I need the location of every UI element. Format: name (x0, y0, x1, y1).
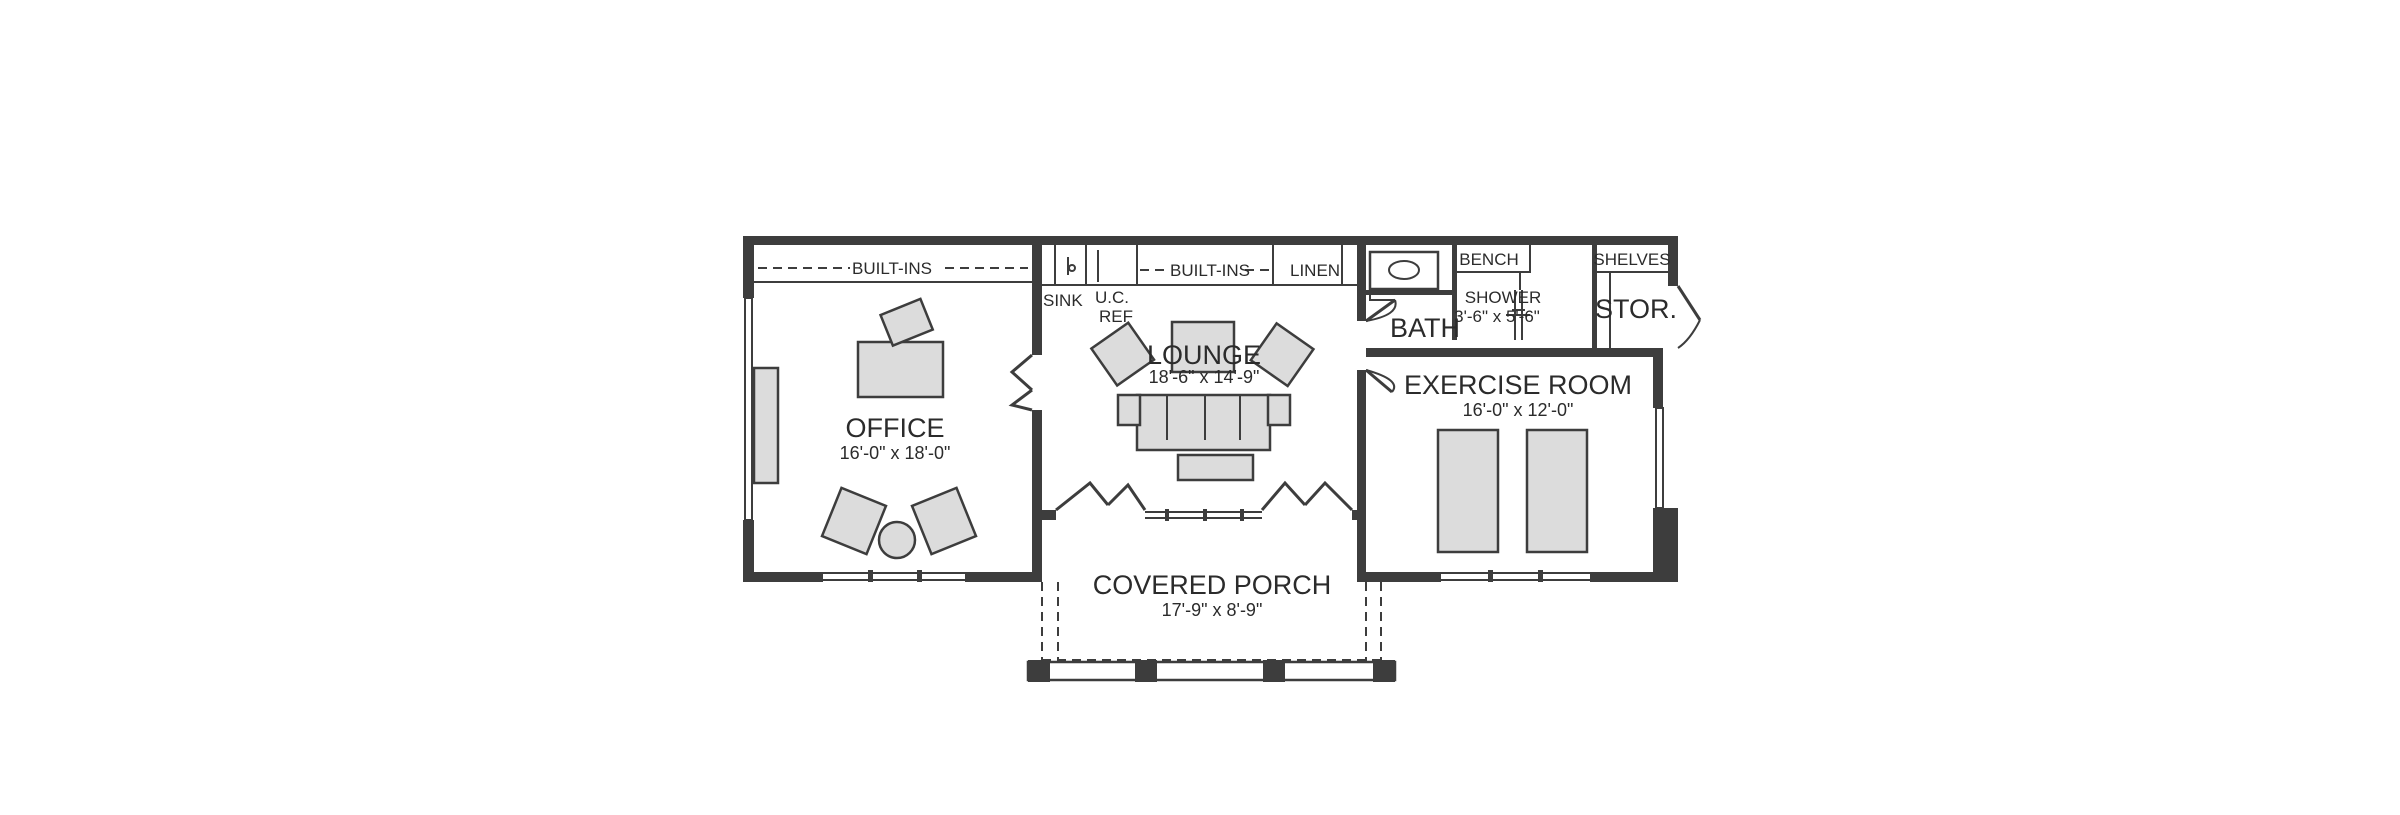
exercise-mat-right (1525, 428, 1589, 554)
office-armchair-right (910, 486, 978, 556)
exterior-walls (743, 236, 1678, 582)
uc-ref-label-line2: REF (1099, 307, 1133, 326)
office-bottom-window (823, 570, 965, 582)
office-desk (856, 340, 945, 399)
lounge-dims: 18'-6" x 14'-9" (1149, 367, 1260, 387)
lounge-armchair-left (1089, 321, 1156, 388)
covered-porch (1026, 582, 1397, 682)
lounge-name: LOUNGE (1147, 340, 1261, 370)
uc-ref-label-line1: U.C. (1095, 288, 1129, 307)
lounge-ottoman (1176, 453, 1255, 482)
lounge-sofa-left-arm (1116, 393, 1142, 427)
bath-vanity (1368, 250, 1440, 291)
bench-label: BENCH (1459, 250, 1519, 269)
built-ins-counter (754, 245, 1366, 286)
porch-post-2 (1135, 660, 1157, 682)
office-sofa (752, 366, 780, 485)
lounge-sofa-right-arm (1266, 393, 1292, 427)
shower-dims: 3'-6" x 5'-6" (1454, 307, 1540, 326)
built-ins-left-label: BUILT-INS (852, 259, 932, 278)
built-ins-mid-label: BUILT-INS (1170, 261, 1250, 280)
exercise-room-dims: 16'-0" x 12'-0" (1463, 400, 1574, 420)
porch-dims: 17'-9" x 8'-9" (1162, 600, 1263, 620)
sink-label: SINK (1043, 291, 1083, 310)
office-name: OFFICE (846, 413, 945, 443)
lounge-coffee-table (1170, 320, 1236, 374)
lounge-armchair-right (1249, 321, 1316, 388)
lounge-sofa-backrest (1135, 393, 1272, 452)
office-furniture (752, 297, 1034, 560)
office-armchair-left (820, 486, 888, 556)
porch-name: COVERED PORCH (1093, 570, 1332, 600)
lounge-furniture (1055, 298, 1397, 521)
porch-post-1 (1028, 660, 1050, 682)
stor-name: STOR. (1595, 294, 1677, 324)
office-desk-chair (878, 297, 935, 348)
shower-name: SHOWER (1465, 288, 1542, 307)
porch-post-3 (1263, 660, 1285, 682)
office-dims: 16'-0" x 18'-0" (840, 443, 951, 463)
office-side-table (877, 520, 917, 560)
bath-fixtures (1368, 245, 1702, 349)
exercise-bottom-window (1441, 570, 1590, 582)
porch-post-4 (1373, 660, 1395, 682)
exercise-mat-left (1436, 428, 1500, 554)
shower-bench-outline (1457, 245, 1531, 273)
linen-label: LINEN (1290, 261, 1340, 280)
bath-sink-basin (1388, 260, 1420, 280)
exercise-equipment (1436, 428, 1589, 554)
shelves-label: SHELVES (1593, 250, 1670, 269)
porch-beam (1026, 660, 1397, 682)
exercise-room-name: EXERCISE ROOM (1404, 370, 1632, 400)
bath-name: BATH (1390, 313, 1460, 343)
